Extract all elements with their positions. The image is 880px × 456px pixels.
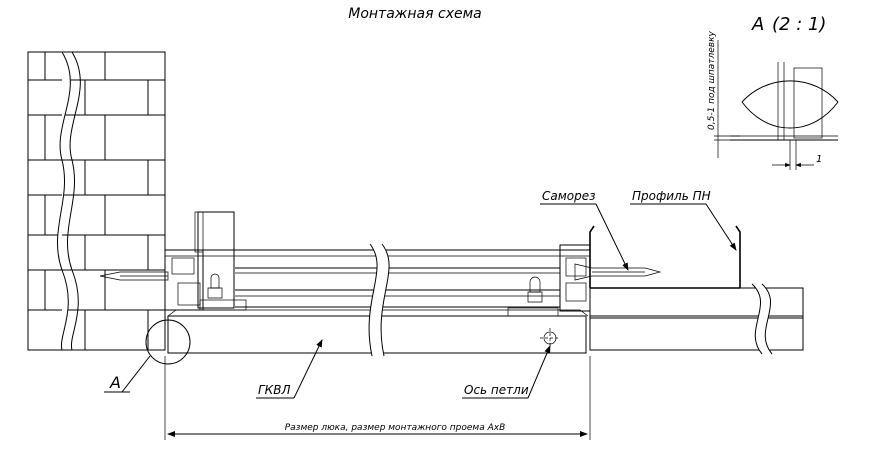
svg-text:Саморез: Саморез: [542, 189, 596, 203]
callout-profile: Профиль ПН: [630, 189, 737, 251]
brick-wall: [27, 51, 166, 351]
detail-label: А: [751, 14, 764, 35]
detail-marker-label: А: [109, 373, 121, 392]
detail-marker-circle: [145, 319, 191, 365]
hatch-section: [99, 211, 662, 357]
opening-dimension: Размер люка, размер монтажного проема Ах…: [164, 356, 591, 440]
detail-gap-note: 0,5-1 под шпатлевку: [707, 30, 717, 130]
callout-hinge-axis: Ось петли: [462, 345, 551, 399]
svg-text:Профиль ПН: Профиль ПН: [632, 189, 711, 203]
ceiling-construction: [589, 225, 804, 355]
svg-text:Ось петли: Ось петли: [464, 383, 529, 397]
detail-scale: (2 : 1): [772, 14, 826, 35]
detail-view-a: А (2 : 1) 0,5-1 под шпатлевку 1: [707, 14, 839, 170]
svg-text:ГКВЛ: ГКВЛ: [258, 383, 290, 397]
svg-text:Размер люка, размер монтажного: Размер люка, размер монтажного проема Ах…: [285, 423, 506, 433]
diagram-title: Монтажная схема: [348, 6, 482, 22]
callout-board: ГКВЛ: [256, 339, 323, 399]
callout-screw: Саморез: [540, 189, 629, 271]
detail-dim-value: 1: [816, 154, 822, 165]
